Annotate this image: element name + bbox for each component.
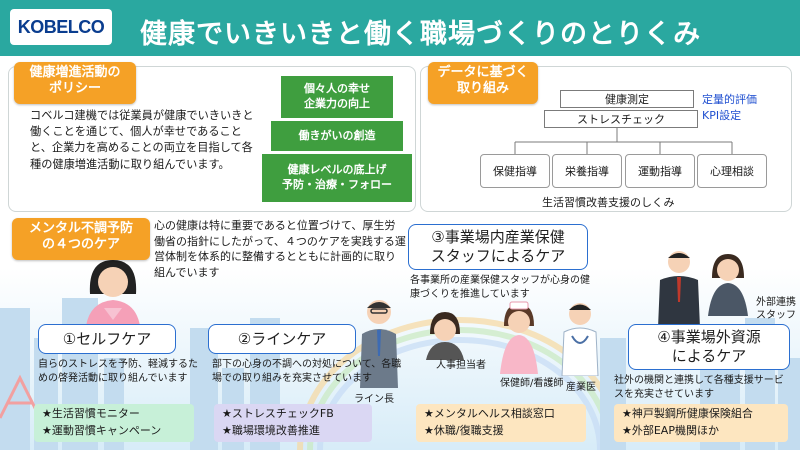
kpi-note-setting: KPI設定 — [702, 108, 742, 122]
page-title: 健康でいきいきと働く職場づくりのとりくみ — [140, 19, 702, 50]
header-bar: KOBELCO 健康でいきいきと働く職場づくりのとりくみ — [0, 0, 800, 56]
kpi-notes: 定量的評価 KPI設定 — [702, 92, 757, 124]
leaf-nutrition-guidance: 栄養指導 — [552, 154, 622, 188]
hr-person-icon — [426, 312, 464, 360]
policy-tag: 健康増進活動の ポリシー — [14, 62, 136, 104]
outer-care-description: 社外の機関と連携して各種支援サービスを充実させています — [614, 375, 784, 400]
leaf-psych-consultation: 心理相談 — [697, 154, 767, 188]
self-care-bullet-1: ★生活習慣モニター — [42, 407, 140, 420]
self-care-person-icon — [86, 260, 140, 326]
outer-care-bullets: ★神戸製鋼所健康保険組合 ★外部EAP機関ほか — [614, 404, 788, 442]
value-pyramid: 個々人の幸せ 企業力の向上 働きがいの創造 健康レベルの底上げ 予防・治療・フォ… — [262, 76, 412, 205]
pyramid-level-bottom-label: 健康レベルの底上げ 予防・治療・フォロー — [282, 163, 392, 191]
doctor-person-icon — [561, 303, 599, 376]
staff-care-bullets: ★メンタルヘルス相談窓口 ★休職/復職支援 — [416, 404, 586, 442]
policy-text: コベルコ建機では従業員が健康でいきいきと働くことを通じて、個人が幸せであることと… — [30, 109, 254, 171]
mental-tag-text: メンタル不調予防 の４つのケア — [28, 221, 133, 253]
role-label-doctor: 産業医 — [566, 382, 596, 393]
line-care-title: ②ラインケア — [208, 324, 356, 354]
role-label-external-staff: 外部連携 スタッフ — [756, 297, 796, 321]
outer-care-title-text: ④事業場外資源 によるケア — [657, 328, 761, 365]
data-tag: データに基づく 取り組み — [428, 62, 538, 104]
line-care-bullets: ★ストレスチェックFB ★職場環境改善推進 — [214, 404, 372, 442]
role-label-line-manager: ライン長 — [354, 394, 394, 405]
staff-care-bullet-1: ★メンタルヘルス相談窓口 — [424, 407, 555, 420]
kobelco-logo: KOBELCO — [10, 9, 112, 45]
external-staff-woman-icon — [708, 254, 748, 316]
staff-care-title: ③事業場内産業保健 スタッフによるケア — [408, 224, 588, 270]
health-measurement-box: 健康測定 — [560, 90, 694, 108]
mental-intro-text: 心の健康は特に重要であると位置づけて、厚生労働省の指針にしたがって、４つのケアを… — [154, 219, 406, 279]
staff-care-title-text: ③事業場内産業保健 スタッフによるケア — [430, 228, 566, 265]
data-tag-text: データに基づく 取り組み — [437, 65, 529, 97]
pyramid-level-top: 個々人の幸せ 企業力の向上 — [281, 76, 393, 118]
self-care-title-text: ①セルフケア — [62, 329, 152, 348]
role-label-nurse: 保健師/看護師 — [500, 378, 564, 389]
leaf-exercise-guidance: 運動指導 — [625, 154, 695, 188]
nurse-person-icon — [500, 301, 538, 374]
self-care-bullets: ★生活習慣モニター ★運動習慣キャンペーン — [34, 404, 194, 442]
role-label-hr: 人事担当者 — [436, 360, 486, 371]
stress-check-box: ストレスチェック — [544, 110, 698, 128]
pyramid-level-middle-label: 働きがいの創造 — [298, 128, 376, 142]
support-caption: 生活習慣改善支援のしくみ — [542, 196, 675, 209]
line-care-bullet-1: ★ストレスチェックFB — [222, 407, 334, 420]
self-care-description: 自らのストレスを予防、軽減するための啓発活動に取り組んでいます — [38, 359, 198, 384]
external-staff-man-icon — [658, 251, 700, 328]
self-care-bullet-2: ★運動習慣キャンペーン — [42, 423, 162, 437]
mental-tag: メンタル不調予防 の４つのケア — [12, 218, 150, 260]
outer-care-bullet-2: ★外部EAP機関ほか — [622, 423, 719, 437]
outer-care-bullet-1: ★神戸製鋼所健康保険組合 — [622, 407, 753, 420]
line-manager-person-icon — [360, 300, 398, 388]
staff-care-description: 各事業所の産業保健スタッフが心身の健康づくりを推進しています — [410, 275, 590, 300]
leaf-health-guidance: 保健指導 — [480, 154, 550, 188]
line-care-title-text: ②ラインケア — [237, 329, 327, 348]
line-care-description: 部下の心身の不調への対処について、各職場での取り組みを充実させています — [212, 359, 402, 384]
line-care-bullet-2: ★職場環境改善推進 — [222, 423, 320, 437]
pyramid-level-top-label: 個々人の幸せ 企業力の向上 — [304, 82, 370, 110]
self-care-title: ①セルフケア — [38, 324, 176, 354]
pyramid-level-bottom: 健康レベルの底上げ 予防・治療・フォロー — [262, 154, 412, 202]
policy-tag-text: 健康増進活動の ポリシー — [29, 65, 121, 97]
staff-care-bullet-2: ★休職/復職支援 — [424, 423, 504, 437]
outer-care-title: ④事業場外資源 によるケア — [628, 324, 790, 370]
kpi-note-quantitative: 定量的評価 — [702, 93, 757, 106]
pyramid-level-middle: 働きがいの創造 — [271, 121, 403, 151]
